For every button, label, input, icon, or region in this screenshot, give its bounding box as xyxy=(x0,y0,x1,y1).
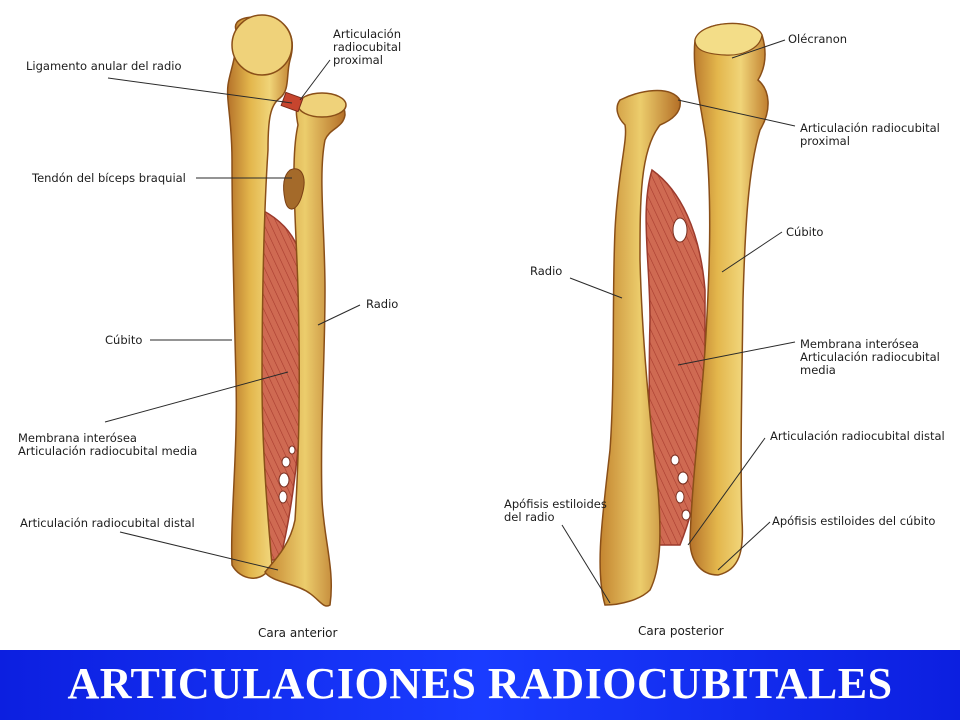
leader-radio-post xyxy=(569,277,623,299)
label-membrana-anterior: Membrana interósea Articulación radiocub… xyxy=(18,431,198,458)
label-olecranon: Olécranon xyxy=(788,32,848,46)
membrane-hole xyxy=(675,490,685,504)
leader-art-distal-ant xyxy=(119,531,279,571)
membrane-hole xyxy=(278,490,288,504)
anterior-ulna xyxy=(226,16,293,579)
posterior-view xyxy=(599,22,769,606)
membrane-hole xyxy=(672,217,688,243)
label-articulacion-distal-posterior: Articulación radiocubital distal xyxy=(770,429,945,443)
caption-cara-posterior: Cara posterior xyxy=(638,624,724,638)
anterior-tendon xyxy=(283,168,305,210)
membrane-hole xyxy=(288,445,296,455)
anterior-radius xyxy=(264,94,346,607)
leader-radio-ant xyxy=(317,304,361,326)
slide-title: ARTICULACIONES RADIOCUBITALES xyxy=(67,659,893,708)
anterior-leader-lines xyxy=(104,59,361,571)
leader-apofisis-cubito xyxy=(717,521,771,571)
caption-cara-anterior: Cara anterior xyxy=(258,626,338,640)
leader-membrana-post xyxy=(677,341,796,366)
leader-apofisis-radio xyxy=(561,524,611,604)
anatomy-figure: Ligamento anular del radio Articulación … xyxy=(18,14,945,640)
title-bar: ARTICULACIONES RADIOCUBITALES xyxy=(0,650,960,720)
anterior-ulna-head xyxy=(231,14,293,76)
label-cubito-posterior: Cúbito xyxy=(786,225,824,239)
posterior-leader-lines xyxy=(561,39,796,604)
membrane-hole xyxy=(281,456,291,468)
label-radio-posterior: Radio xyxy=(530,264,563,278)
label-membrana-posterior: Membrana interósea Articulación radiocub… xyxy=(800,337,940,377)
label-apofisis-cubito: Apófisis estiloides del cúbito xyxy=(772,514,936,528)
label-articulacion-distal-anterior: Articulación radiocubital distal xyxy=(20,516,195,530)
membrane-hole xyxy=(677,471,689,485)
label-apofisis-radio: Apófisis estiloides del radio xyxy=(504,497,607,524)
leader-art-distal-post xyxy=(687,437,766,546)
leader-cubito-post xyxy=(721,231,783,273)
leader-art-prox xyxy=(299,59,331,101)
label-ligamento-anular: Ligamento anular del radio xyxy=(26,59,182,73)
leader-membrana-ant xyxy=(104,371,289,423)
posterior-radius xyxy=(599,89,681,606)
label-articulacion-proximal-anterior: Articulación radiocubital proximal xyxy=(333,27,402,67)
posterior-ulna xyxy=(689,22,769,576)
leader-olecranon xyxy=(731,39,786,59)
anterior-view xyxy=(226,14,347,607)
anterior-radius-head xyxy=(297,92,347,118)
membrane-hole xyxy=(278,472,290,488)
membrane-hole xyxy=(670,454,680,466)
posterior-olecranon xyxy=(694,23,763,56)
anterior-annular-ligament xyxy=(280,91,304,113)
leader-art-prox-post xyxy=(677,99,796,127)
label-radio-anterior: Radio xyxy=(366,297,399,311)
label-cubito-anterior: Cúbito xyxy=(105,333,143,347)
label-tendon-biceps: Tendón del bíceps braquial xyxy=(32,171,186,185)
leader-ligamento xyxy=(107,77,293,104)
membrane-hole xyxy=(681,509,691,521)
label-articulacion-proximal-posterior: Articulación radiocubital proximal xyxy=(800,121,940,148)
forearm-illustration xyxy=(104,14,796,607)
